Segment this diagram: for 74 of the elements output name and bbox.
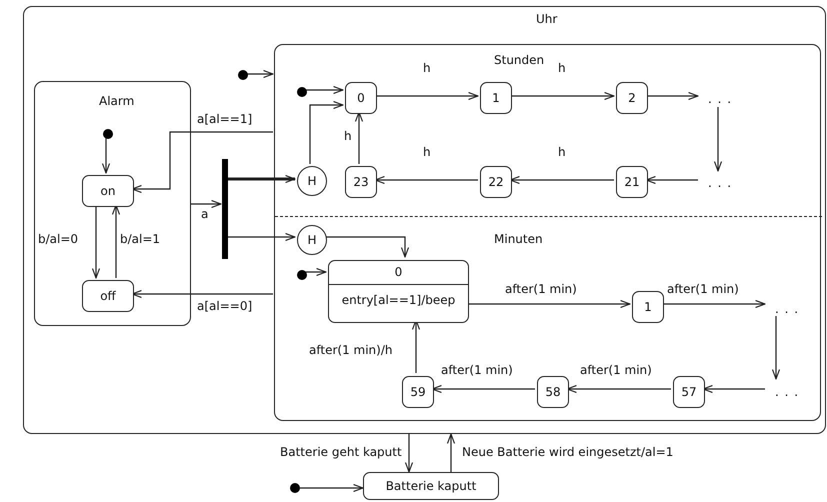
- state-box: 1: [632, 291, 664, 323]
- state-name: 0: [329, 261, 468, 285]
- state-box: 21: [616, 166, 648, 198]
- state-box: 1: [480, 82, 512, 114]
- state-box: on: [82, 175, 134, 207]
- initial-state-dot: [103, 129, 113, 139]
- edge-label: h: [423, 146, 431, 160]
- state-title: Minuten: [494, 232, 543, 246]
- transition-arrow: [102, 137, 110, 174]
- state-box: 59: [402, 376, 434, 408]
- transition-arrow: [309, 100, 344, 164]
- continuation-dots: . . .: [767, 299, 807, 319]
- state-box: 58: [537, 376, 569, 408]
- edge-label: Neue Batterie wird eingesetzt/al=1: [462, 446, 674, 460]
- transition-arrow: [714, 107, 722, 172]
- edge-label: after(1 min): [441, 364, 513, 378]
- state-box: [328, 260, 469, 323]
- edge-label: h: [558, 62, 566, 76]
- transition-arrow: [92, 205, 100, 279]
- transition-arrow: [305, 86, 344, 94]
- transition-arrow: [247, 70, 274, 78]
- edge-label: Batterie geht kaputt: [280, 446, 402, 460]
- initial-state-dot: [297, 270, 307, 280]
- edge-label: h: [344, 130, 352, 144]
- edge-label: after(1 min): [667, 283, 739, 296]
- transition-arrow: [354, 111, 364, 164]
- edge-label: a[al==1]: [197, 113, 252, 126]
- transition-arrow: [300, 484, 364, 492]
- edge-label: after(1 min): [580, 364, 652, 378]
- edge-label: b/al=0: [38, 233, 78, 246]
- state-box: 57: [673, 376, 705, 408]
- transition-arrow: [112, 204, 120, 278]
- composite-state: [274, 44, 821, 421]
- edge-label: after(1 min): [505, 283, 577, 296]
- state-box: Batterie kaputt: [363, 472, 499, 500]
- transition-arrow: [227, 232, 296, 242]
- state-title: Alarm: [99, 94, 134, 108]
- initial-state-dot: [238, 70, 248, 80]
- edge-label: h: [423, 62, 431, 76]
- state-title: Uhr: [536, 12, 558, 26]
- fork-bar: [222, 159, 228, 259]
- state-box: 22: [480, 166, 512, 198]
- continuation-dots: . . .: [700, 173, 740, 193]
- transition-arrow: [190, 200, 222, 208]
- transition-arrow: [446, 433, 456, 472]
- transition-arrow: [510, 92, 615, 100]
- edge-label: h: [558, 146, 566, 160]
- transition-arrow: [325, 236, 410, 258]
- state-title: Stunden: [494, 53, 544, 67]
- transition-arrow: [404, 434, 414, 473]
- transition-arrow: [467, 300, 631, 308]
- transition-arrow: [646, 92, 699, 100]
- initial-state-dot: [297, 87, 307, 97]
- composite-state: [34, 81, 191, 326]
- edge-label: a: [201, 208, 208, 222]
- state-box: 0: [345, 82, 377, 114]
- transition-arrow: [227, 174, 296, 184]
- entry-action: entry[al==1]/beep: [340, 292, 456, 309]
- transition-arrow: [375, 92, 479, 100]
- state-box: 23: [345, 166, 377, 198]
- transition-arrow: [305, 268, 327, 276]
- transition-arrow: [662, 300, 766, 308]
- composite-state: [23, 6, 826, 434]
- edge-label: b/al=1: [120, 233, 160, 246]
- transition-arrow: [772, 316, 780, 380]
- state-box: 2: [616, 82, 648, 114]
- history-state: H: [297, 225, 327, 255]
- continuation-dots: . . .: [767, 382, 807, 402]
- edge-label: a[al==0]: [197, 300, 252, 314]
- initial-state-dot: [290, 483, 300, 493]
- edge-label: after(1 min)/h: [309, 344, 392, 358]
- history-state: H: [297, 166, 327, 196]
- continuation-dots: . . .: [700, 89, 740, 109]
- state-box: off: [82, 280, 134, 312]
